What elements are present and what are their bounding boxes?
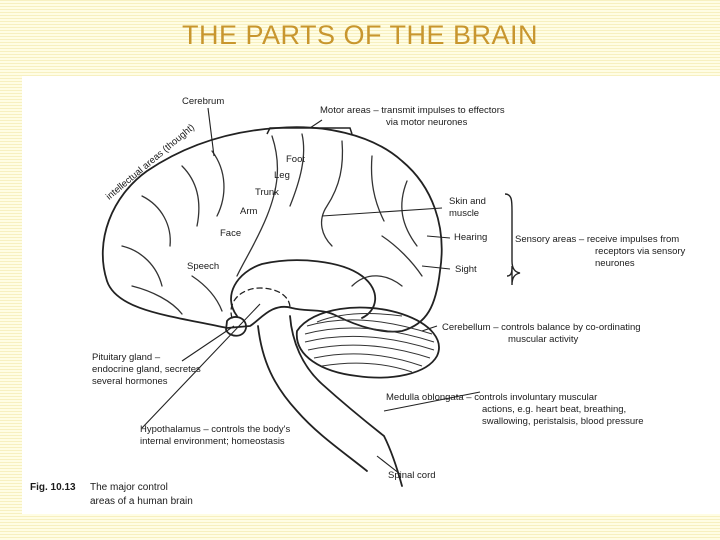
cerebellum-outline <box>296 306 440 379</box>
cerebrum-outline <box>101 126 443 333</box>
label-pituitary: Pituitary gland – <box>92 352 161 363</box>
brain-diagram <box>101 107 521 487</box>
label-medulla-2: actions, e.g. heart beat, breathing, <box>482 404 627 415</box>
label-skin-2: muscle <box>449 208 480 219</box>
label-sensory-areas-3: neurones <box>595 258 635 269</box>
label-leg: Leg <box>274 170 290 181</box>
label-hypothalamus-2: internal environment; homeostasis <box>140 436 285 447</box>
label-sensory-areas-2: receptors via sensory <box>595 246 686 257</box>
temporal-lobe-outline <box>230 259 377 319</box>
label-sight: Sight <box>455 264 477 275</box>
label-medulla-3: swallowing, peristalsis, blood pressure <box>482 416 644 427</box>
hypothalamus-region <box>230 287 291 319</box>
brain-figure: Cerebrum Motor areas – transmit impulses… <box>22 76 720 514</box>
label-medulla: Medulla oblongata – controls involuntary… <box>386 392 598 403</box>
label-motor-areas: Motor areas – transmit impulses to effec… <box>320 105 505 116</box>
label-hypothalamus: Hypothalamus – controls the body's <box>140 424 291 435</box>
brain-stem <box>257 325 368 472</box>
label-arm: Arm <box>240 206 258 217</box>
figure-caption: The major control <box>90 482 168 493</box>
label-pituitary-3: several hormones <box>92 376 168 387</box>
label-cerebellum-2: muscular activity <box>508 334 579 345</box>
label-trunk: Trunk <box>255 187 279 198</box>
label-foot: Foot <box>286 154 306 165</box>
label-pituitary-2: endocrine gland, secretes <box>92 364 201 375</box>
label-speech: Speech <box>187 261 220 272</box>
pituitary-outline <box>225 316 247 337</box>
label-skin: Skin and <box>449 196 486 207</box>
label-motor-areas-2: via motor neurones <box>386 117 468 128</box>
label-hearing: Hearing <box>454 232 488 243</box>
label-sensory-areas: Sensory areas – receive impulses from <box>515 234 680 245</box>
slide-title: THE PARTS OF THE BRAIN <box>181 20 539 50</box>
label-cerebrum: Cerebrum <box>182 96 225 107</box>
label-spinal-cord: Spinal cord <box>388 470 436 481</box>
brain-stem-inner <box>289 315 403 487</box>
sensory-brace <box>504 193 521 286</box>
label-face: Face <box>220 228 242 239</box>
figure-number: Fig. 10.13 <box>30 482 76 493</box>
figure-caption-2: areas of a human brain <box>90 496 193 507</box>
label-cerebellum: Cerebellum – controls balance by co-ordi… <box>442 322 641 333</box>
